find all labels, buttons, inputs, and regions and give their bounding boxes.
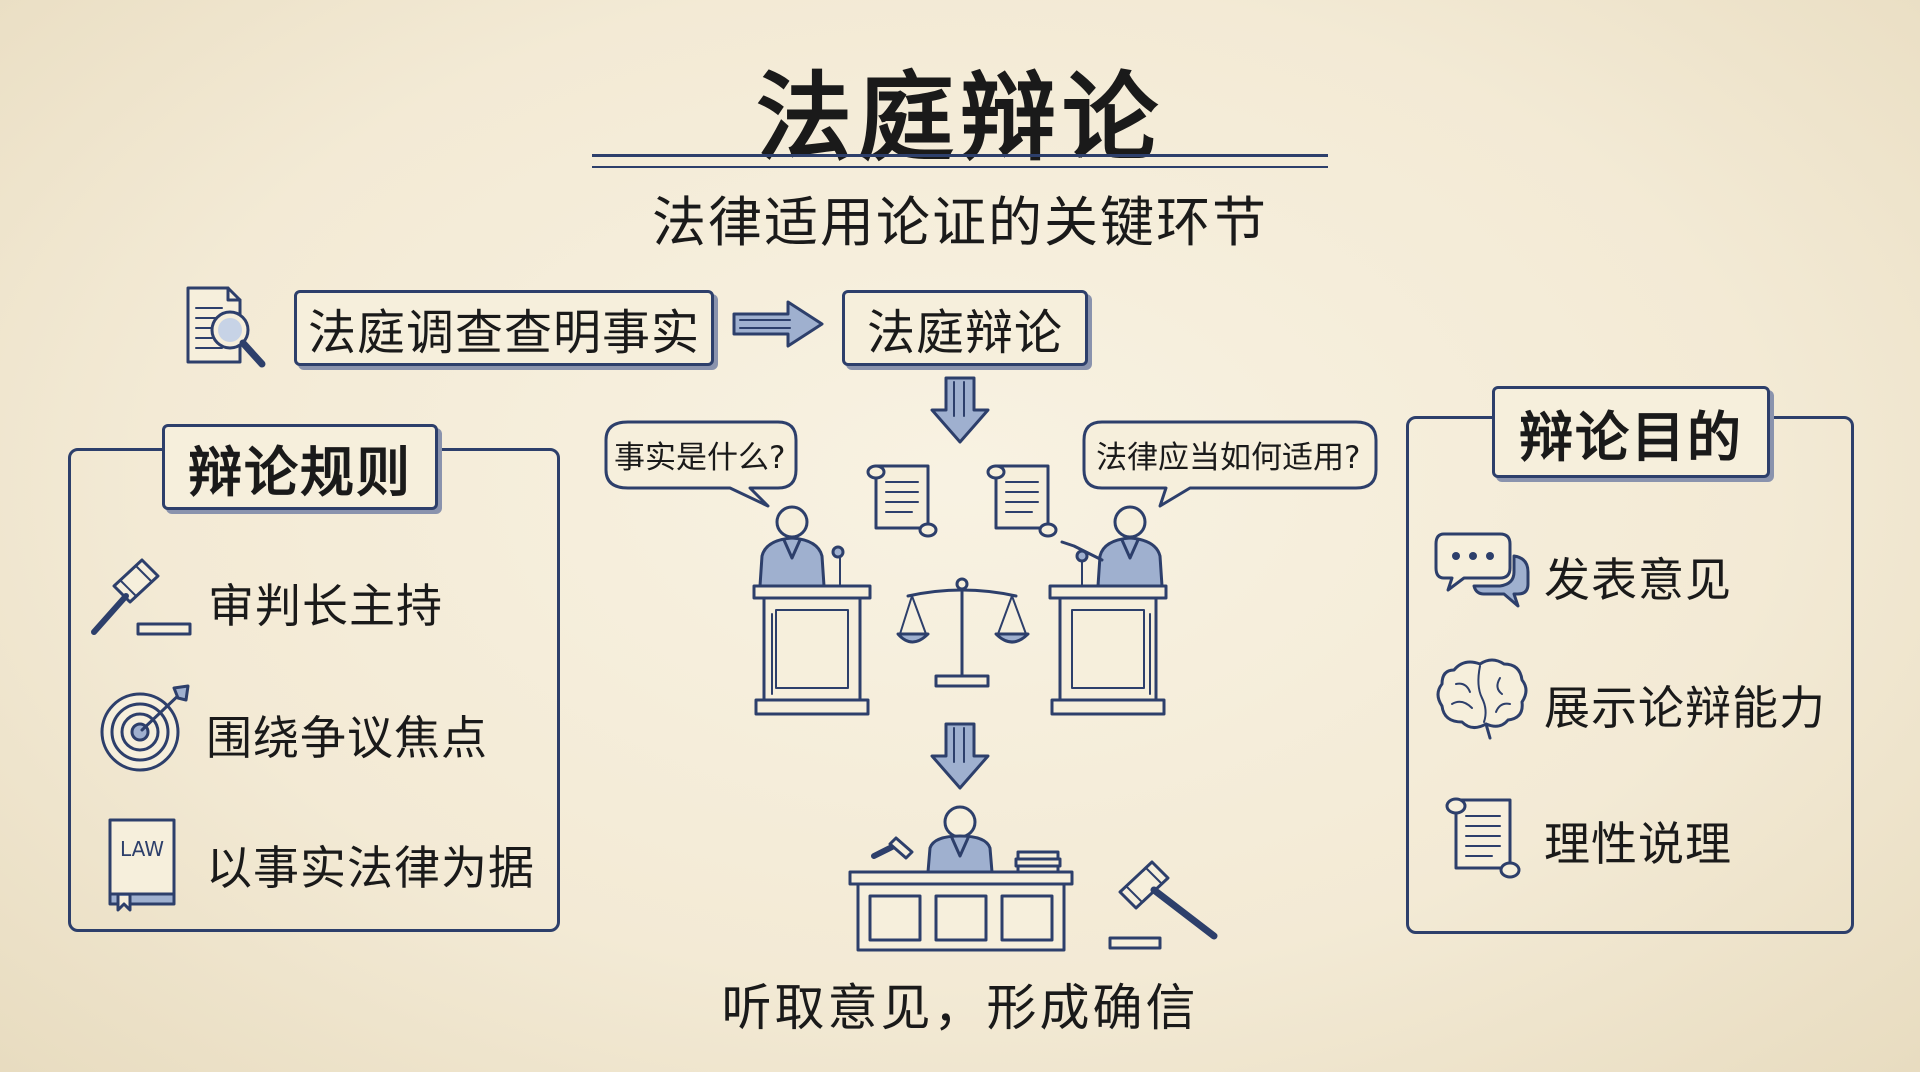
flow-step-court-debate: 法庭辩论: [842, 290, 1088, 366]
right-arrow-icon: [732, 300, 824, 348]
rules-panel-title: 辩论规则: [162, 424, 438, 510]
speech-text-law-question: 法律应当如何适用?: [1096, 440, 1361, 476]
flow-step-court-investigation: 法庭调查查明事实: [294, 290, 714, 366]
right-advocate-podium-icon: [1048, 505, 1168, 716]
speech-bubble-right: [1082, 420, 1378, 508]
rules-item-presiding-judge: 审判长主持: [208, 579, 443, 633]
speech-bubble-left: [604, 420, 798, 508]
scroll-document-icon: [986, 464, 1058, 538]
down-arrow-icon: [930, 376, 990, 444]
purpose-item-express-opinions: 发表意见: [1544, 553, 1732, 607]
scroll-document-icon: [866, 464, 938, 538]
down-arrow-icon: [930, 722, 990, 790]
target-icon: [100, 684, 190, 772]
speech-bubbles-icon: [1434, 532, 1530, 608]
left-advocate-podium-icon: [752, 505, 872, 716]
purpose-panel-title: 辩论目的: [1492, 386, 1770, 478]
scales-of-justice-icon: [896, 577, 1030, 688]
law-book-icon: LAW: [108, 818, 176, 912]
brain-icon: [1436, 658, 1528, 740]
speech-text-fact-question: 事实是什么?: [614, 440, 786, 476]
purpose-item-show-debate-ability: 展示论辩能力: [1544, 681, 1826, 735]
document-search-icon: [186, 286, 266, 368]
rules-item-focus-on-disputes: 围绕争议焦点: [206, 711, 488, 765]
rules-item-facts-and-law-basis: 以事实法律为据: [206, 841, 535, 895]
purpose-item-rational-reasoning: 理性说理: [1544, 817, 1732, 871]
gavel-icon: [91, 558, 192, 636]
judge-bench-icon: [848, 805, 1074, 952]
gavel-icon: [1108, 860, 1218, 950]
title-underline: [592, 154, 1328, 168]
page-subtitle: 法律适用论证的关键环节: [652, 191, 1268, 254]
conclusion-text: 听取意见，形成确信: [721, 979, 1199, 1037]
svg-text:LAW: LAW: [120, 837, 164, 861]
scroll-icon: [1445, 797, 1521, 879]
